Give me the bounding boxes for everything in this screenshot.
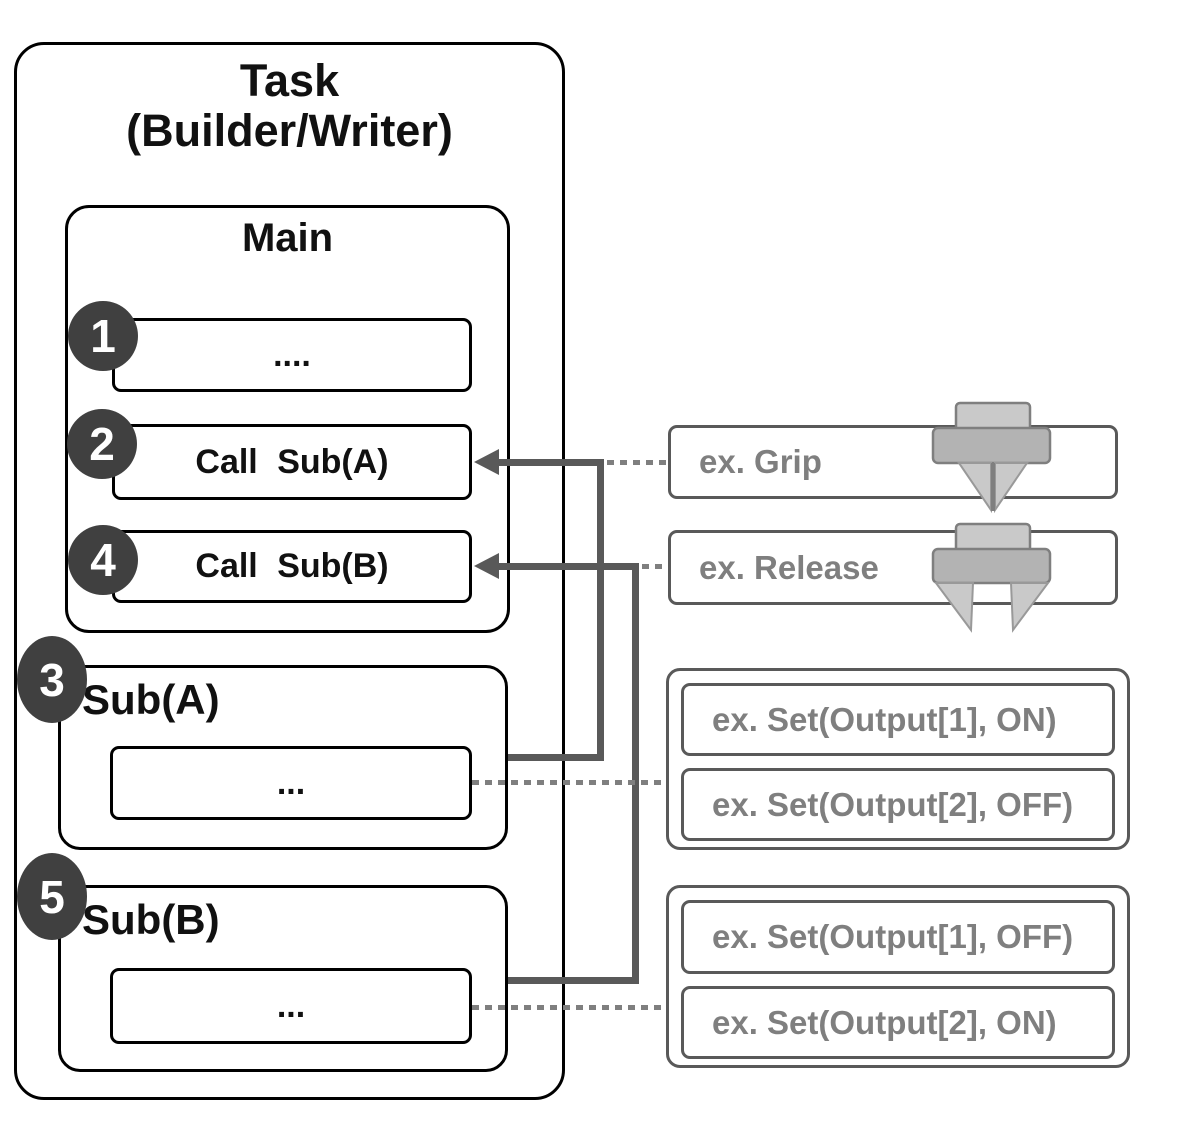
main-step-3-label: Call Sub(B): [195, 547, 389, 585]
task-title-line1: Task: [239, 55, 340, 106]
call-sub-a-arrowhead: [474, 449, 499, 475]
main-step-1-box: ....: [112, 318, 472, 392]
sub-b-example-2-box: ex. Set(Output[2], ON): [681, 986, 1115, 1059]
call-sub-b-arrow-line: [496, 563, 639, 570]
main-title: Main: [241, 216, 334, 260]
step-badge-4: 4: [68, 525, 138, 595]
call-sub-a-vertical-line: [597, 459, 604, 761]
sub-b-title: Sub(B): [82, 896, 220, 943]
sub-a-example-1-box: ex. Set(Output[1], ON): [681, 683, 1115, 756]
sub-b-examples-group: ex. Set(Output[1], OFF) ex. Set(Output[2…: [666, 885, 1130, 1068]
step-badge-2: 2: [67, 409, 137, 479]
sub-a-body-label: ...: [276, 763, 306, 802]
call-sub-b-vertical-line: [632, 563, 639, 984]
sub-a-examples-group: ex. Set(Output[1], ON) ex. Set(Output[2]…: [666, 668, 1130, 850]
example-release-label: ex. Release: [699, 548, 879, 586]
step-badge-1-number: 1: [90, 310, 116, 362]
step-badge-5: 5: [17, 853, 87, 940]
sub-b-example-1-box: ex. Set(Output[1], OFF): [681, 900, 1115, 974]
sub-a-example-2-label: ex. Set(Output[2], OFF): [712, 785, 1074, 823]
call-sub-b-return-line: [508, 977, 639, 984]
main-step-2-box: Call Sub(A): [112, 424, 472, 500]
call-sub-b-arrowhead: [474, 553, 499, 579]
sub-b-example-1-label: ex. Set(Output[1], OFF): [712, 918, 1074, 955]
sub-b-body-box: ...: [110, 968, 472, 1044]
example-grip-box: ex. Grip: [668, 425, 1118, 499]
sub-a-body-box: ...: [110, 746, 472, 820]
main-step-3-box: Call Sub(B): [112, 530, 472, 603]
call-sub-a-return-line: [508, 754, 604, 761]
task-title: Task (Builder/Writer): [14, 55, 565, 157]
gripper-closed-icon: [930, 400, 1054, 521]
main-step-1-label: ....: [273, 335, 311, 374]
example-grip-label: ex. Grip: [699, 443, 822, 480]
main-step-2-label: Call Sub(A): [195, 442, 389, 481]
grip-dotted-link: [607, 460, 667, 465]
step-badge-4-number: 4: [90, 534, 116, 586]
sub-a-example-1-label: ex. Set(Output[1], ON): [712, 700, 1057, 738]
gripper-open-icon: [930, 521, 1054, 640]
step-badge-5-number: 5: [39, 870, 65, 923]
sub-a-dotted-link: [472, 780, 666, 785]
step-badge-1: 1: [68, 301, 138, 371]
task-title-line2: (Builder/Writer): [126, 105, 453, 157]
step-badge-3: 3: [17, 636, 87, 723]
call-sub-a-arrow-line: [496, 459, 604, 466]
sub-b-body-label: ...: [276, 986, 306, 1025]
release-dotted-link: [642, 564, 667, 569]
sub-a-example-2-box: ex. Set(Output[2], OFF): [681, 768, 1115, 841]
step-badge-3-number: 3: [39, 653, 65, 706]
sub-b-example-2-label: ex. Set(Output[2], ON): [712, 1003, 1057, 1041]
sub-a-title: Sub(A): [82, 676, 220, 723]
step-badge-2-number: 2: [89, 418, 115, 470]
sub-b-dotted-link: [472, 1005, 666, 1010]
